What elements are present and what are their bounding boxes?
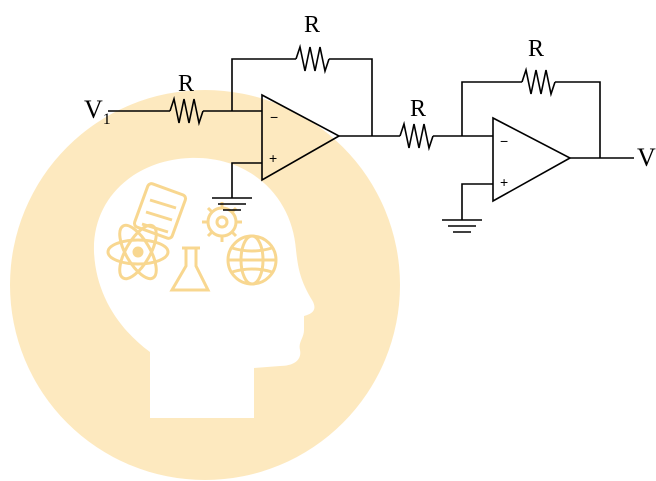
resistor-input-zigzag [169, 95, 204, 127]
output-voltage-label: V0 [637, 143, 656, 176]
opamp-2-inverting-sign: − [500, 133, 508, 149]
calculator-icon [132, 182, 188, 240]
resistor-coupling-label: R [410, 96, 426, 122]
feedback-wire-2-left [461, 81, 522, 136]
opamp-2-triangle [492, 116, 572, 203]
input-voltage-subscript: 1 [103, 111, 111, 128]
noninverting-to-ground-2 [461, 183, 493, 220]
resistor-feedback-1-label: R [304, 12, 320, 38]
gear-icon [202, 202, 242, 242]
ground-symbol-2 [442, 219, 482, 233]
resistor-feedback-2-zigzag [521, 66, 556, 98]
watermark-logo [10, 90, 400, 480]
noninverting-to-ground-1 [231, 162, 262, 198]
watermark-head-silhouette [93, 157, 315, 418]
opamp-1-noninverting-sign: + [269, 150, 277, 166]
opamp-1-triangle [261, 93, 341, 182]
resistor-feedback-2-label: R [528, 36, 544, 62]
circuit-labels: V1 V0 R R R R − + − + [84, 12, 656, 190]
feedback-wire-2-right [555, 81, 601, 158]
ground-symbol-1 [212, 197, 252, 211]
input-voltage-label: V1 [84, 95, 111, 128]
globe-icon [226, 234, 278, 286]
circuit-wiring [108, 43, 634, 233]
resistor-coupling-zigzag [399, 120, 434, 152]
opamp-2-noninverting-sign: + [500, 174, 508, 190]
opamp-1-inverting-sign: − [270, 109, 278, 125]
watermark-science-icons [106, 182, 278, 292]
resistor-input-label: R [178, 71, 194, 97]
resistor-feedback-1-zigzag [295, 43, 330, 75]
feedback-wire-1-left [231, 58, 296, 111]
feedback-wire-1-right [329, 58, 373, 136]
flask-icon [169, 246, 211, 292]
